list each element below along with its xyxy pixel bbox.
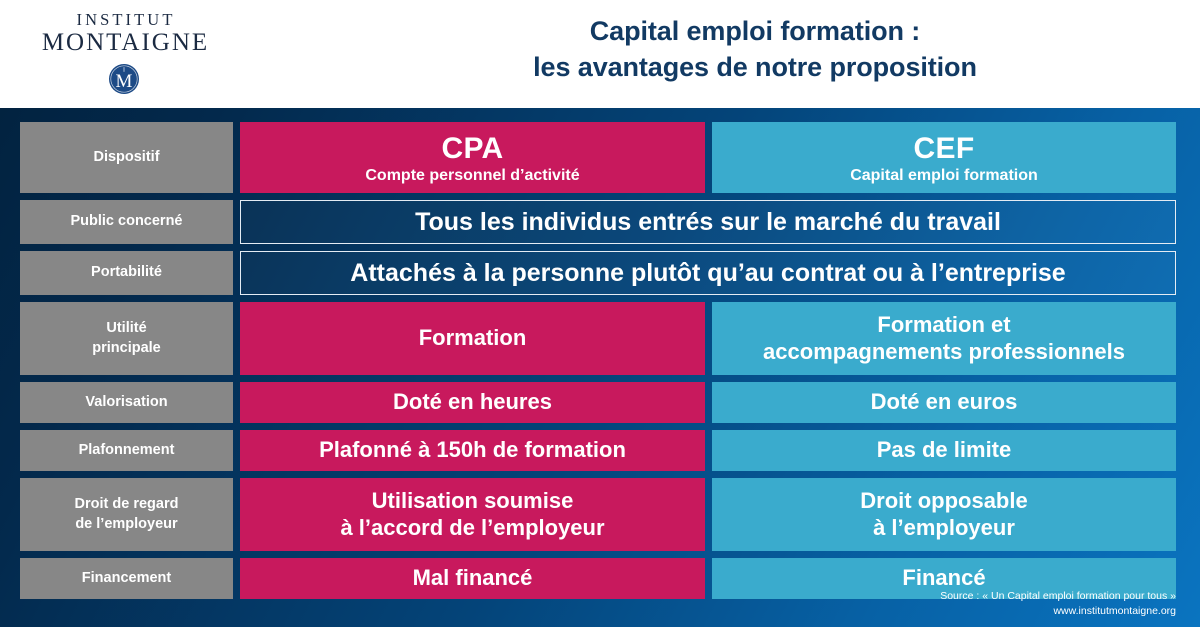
row-label-line2: de l’employeur (75, 515, 178, 532)
table-header-row: Dispositif CPA Compte personnel d’activi… (20, 122, 1176, 193)
row-cef-line1: Formation et (877, 311, 1011, 337)
institut-montaigne-logo: INSTITUT MONTAIGNE I M (24, 10, 224, 100)
row-cef-line2: à l’employeur (873, 514, 1015, 540)
row-cpa-valorisation: Doté en heures (240, 382, 705, 423)
row-cpa-plafonnement: Plafonné à 150h de formation (240, 430, 705, 471)
row-label-line1: Utilité (106, 319, 147, 336)
website-url: www.institutmontaigne.org (1053, 604, 1176, 617)
header-label-dispositif: Dispositif (20, 122, 233, 193)
row-label-utilite-principale: Utilité principale (20, 302, 233, 375)
row-label-financement: Financement (20, 558, 233, 599)
row-label-droit-de-regard: Droit de regard de l’employeur (20, 478, 233, 551)
table-row: Utilité principale Formation Formation e… (20, 302, 1176, 375)
row-cef-line2: accompagnements professionnels (763, 338, 1125, 364)
header-column-cpa: CPA Compte personnel d’activité (240, 122, 705, 193)
comparison-table: Dispositif CPA Compte personnel d’activi… (20, 122, 1176, 606)
cpa-full-name: Compte personnel d’activité (365, 167, 580, 185)
table-row: Plafonnement Plafonné à 150h de formatio… (20, 430, 1176, 471)
row-label-line2: principale (92, 339, 161, 356)
table-row: Valorisation Doté en heures Doté en euro… (20, 382, 1176, 423)
cpa-abbreviation: CPA (441, 131, 504, 165)
row-cpa-financement: Mal financé (240, 558, 705, 599)
row-label-public-concerne: Public concerné (20, 200, 233, 244)
svg-text:I: I (123, 68, 125, 74)
table-row: Droit de regard de l’employeur Utilisati… (20, 478, 1176, 551)
source-text: Source : « Un Capital emploi formation p… (940, 589, 1176, 602)
page-title: Capital emploi formation : les avantages… (330, 14, 1180, 86)
row-label-valorisation: Valorisation (20, 382, 233, 423)
cef-full-name: Capital emploi formation (850, 167, 1038, 185)
montaigne-emblem-icon: I M (109, 64, 139, 95)
table-row: Portabilité Attachés à la personne plutô… (20, 251, 1176, 295)
row-cef-plafonnement: Pas de limite (712, 430, 1176, 471)
row-cef-utilite-principale: Formation et accompagnements professionn… (712, 302, 1176, 375)
logo-line-montaigne: MONTAIGNE (41, 28, 210, 56)
header-column-cef: CEF Capital emploi formation (712, 122, 1176, 193)
row-cpa-droit-de-regard: Utilisation soumise à l’accord de l’empl… (240, 478, 705, 551)
row-cpa-line2: à l’accord de l’employeur (340, 514, 605, 540)
svg-text:M: M (116, 71, 133, 92)
page-title-line2: les avantages de notre proposition (533, 51, 977, 82)
row-cef-financement: Financé (712, 558, 1176, 599)
footer-source: Source : « Un Capital emploi formation p… (940, 589, 1176, 619)
page-title-line1: Capital emploi formation : (589, 16, 921, 46)
row-cpa-utilite-principale: Formation (240, 302, 705, 375)
header-band: INSTITUT MONTAIGNE I M Capital emploi fo… (0, 0, 1200, 108)
row-value-portabilite: Attachés à la personne plutôt qu’au cont… (240, 251, 1176, 295)
row-label-line1: Droit de regard (74, 495, 179, 512)
row-value-public-concerne: Tous les individus entrés sur le marché … (240, 200, 1176, 244)
row-cef-valorisation: Doté en euros (712, 382, 1176, 423)
row-cpa-line1: Utilisation soumise (371, 487, 574, 513)
row-label-plafonnement: Plafonnement (20, 430, 233, 471)
row-cef-droit-de-regard: Droit opposable à l’employeur (712, 478, 1176, 551)
row-label-portabilite: Portabilité (20, 251, 233, 295)
table-row: Public concerné Tous les individus entré… (20, 200, 1176, 244)
row-cef-line1: Droit opposable (860, 487, 1028, 513)
cef-abbreviation: CEF (913, 131, 975, 165)
logo-line-institut: INSTITUT (76, 10, 176, 29)
table-row: Financement Mal financé Financé (20, 558, 1176, 599)
